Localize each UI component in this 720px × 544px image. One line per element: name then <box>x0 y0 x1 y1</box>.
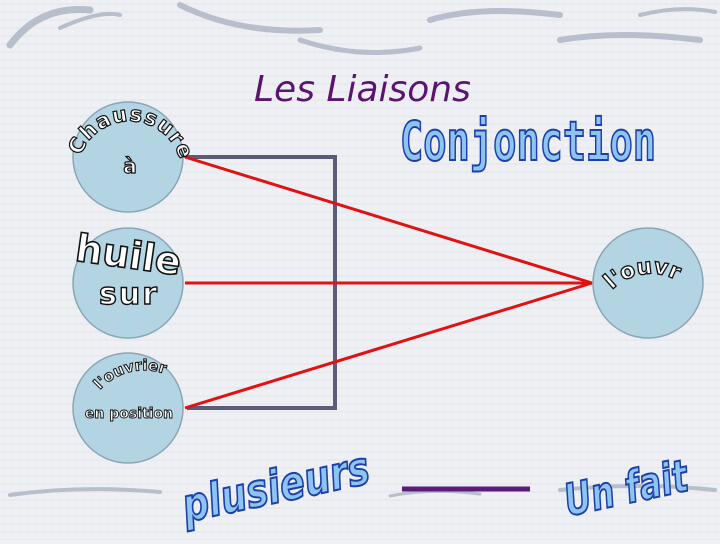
a-label: à <box>123 154 137 178</box>
un-fait-wordart: Un fait <box>560 451 694 527</box>
circle-ouvrier-position <box>72 352 184 464</box>
connector-line-bottom <box>184 281 593 410</box>
conjonction-wordart: Conjonction <box>400 110 656 173</box>
plusieurs-wordart: plusieurs <box>176 440 374 532</box>
circle-chaussures <box>72 101 184 213</box>
sur-label: sur <box>99 277 159 312</box>
decorative-swooshes-top <box>6 2 717 55</box>
slide-title: Les Liaisons <box>254 69 471 110</box>
en-position-label: en position <box>85 406 173 422</box>
connector-line-top <box>184 155 593 285</box>
circle-huile-sur <box>72 227 184 339</box>
circle-ouvrier-right <box>592 227 704 339</box>
